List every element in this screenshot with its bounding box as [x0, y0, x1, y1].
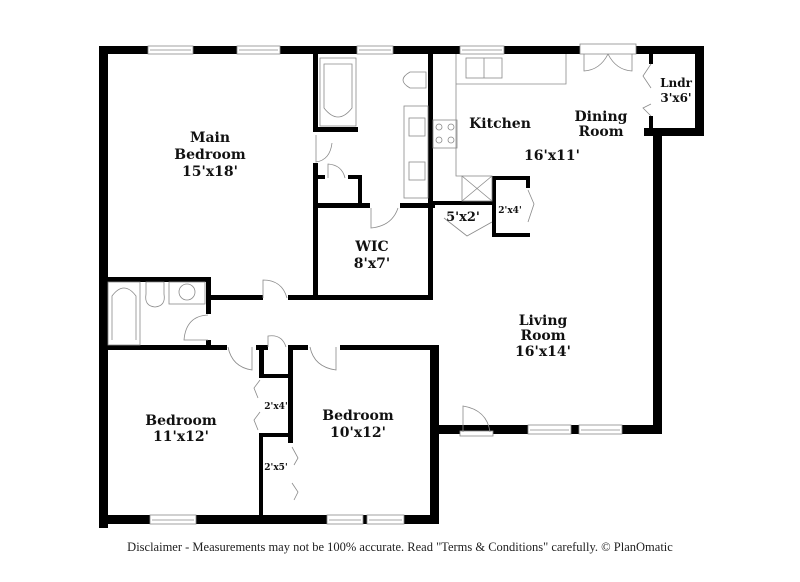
dining-room-label: Dining [575, 109, 628, 125]
living-room-label: Living [519, 313, 568, 329]
main-bedroom-label-2: Bedroom [174, 147, 246, 163]
bedroom-right-label: Bedroom [322, 408, 394, 424]
laundry-size: 3'x6' [660, 91, 691, 105]
dining-room-label-2: Room [578, 124, 623, 140]
laundry-label: Lndr [660, 76, 693, 90]
wic-label: WIC [354, 239, 388, 255]
bedroom-left-label: Bedroom [145, 413, 217, 429]
living-room-label-2: Room [520, 328, 565, 344]
doors [183, 43, 652, 501]
windows [147, 45, 623, 525]
room-labels: Main Bedroom 15'x18' WIC 8'x7' Kitchen D… [145, 76, 692, 473]
pantry-size: 2'x4' [498, 206, 521, 216]
disclaimer-text: Disclaimer - Measurements may not be 100… [127, 540, 673, 554]
closet-lower-size: 2'x5' [264, 463, 287, 473]
main-bedroom-label: Main [190, 130, 230, 146]
fixtures [107, 54, 567, 346]
wic-size: 8'x7' [354, 256, 390, 272]
main-bedroom-size: 15'x18' [182, 164, 238, 180]
closet-upper-size: 2'x4' [264, 402, 287, 412]
dining-room-size: 16'x11' [524, 148, 580, 164]
living-room-size: 16'x14' [515, 344, 571, 360]
bedroom-right-size: 10'x12' [330, 425, 386, 441]
bedroom-left-size: 11'x12' [153, 429, 209, 445]
kitchen-label: Kitchen [469, 116, 531, 132]
entry-nook-size: 5'x2' [446, 210, 480, 225]
